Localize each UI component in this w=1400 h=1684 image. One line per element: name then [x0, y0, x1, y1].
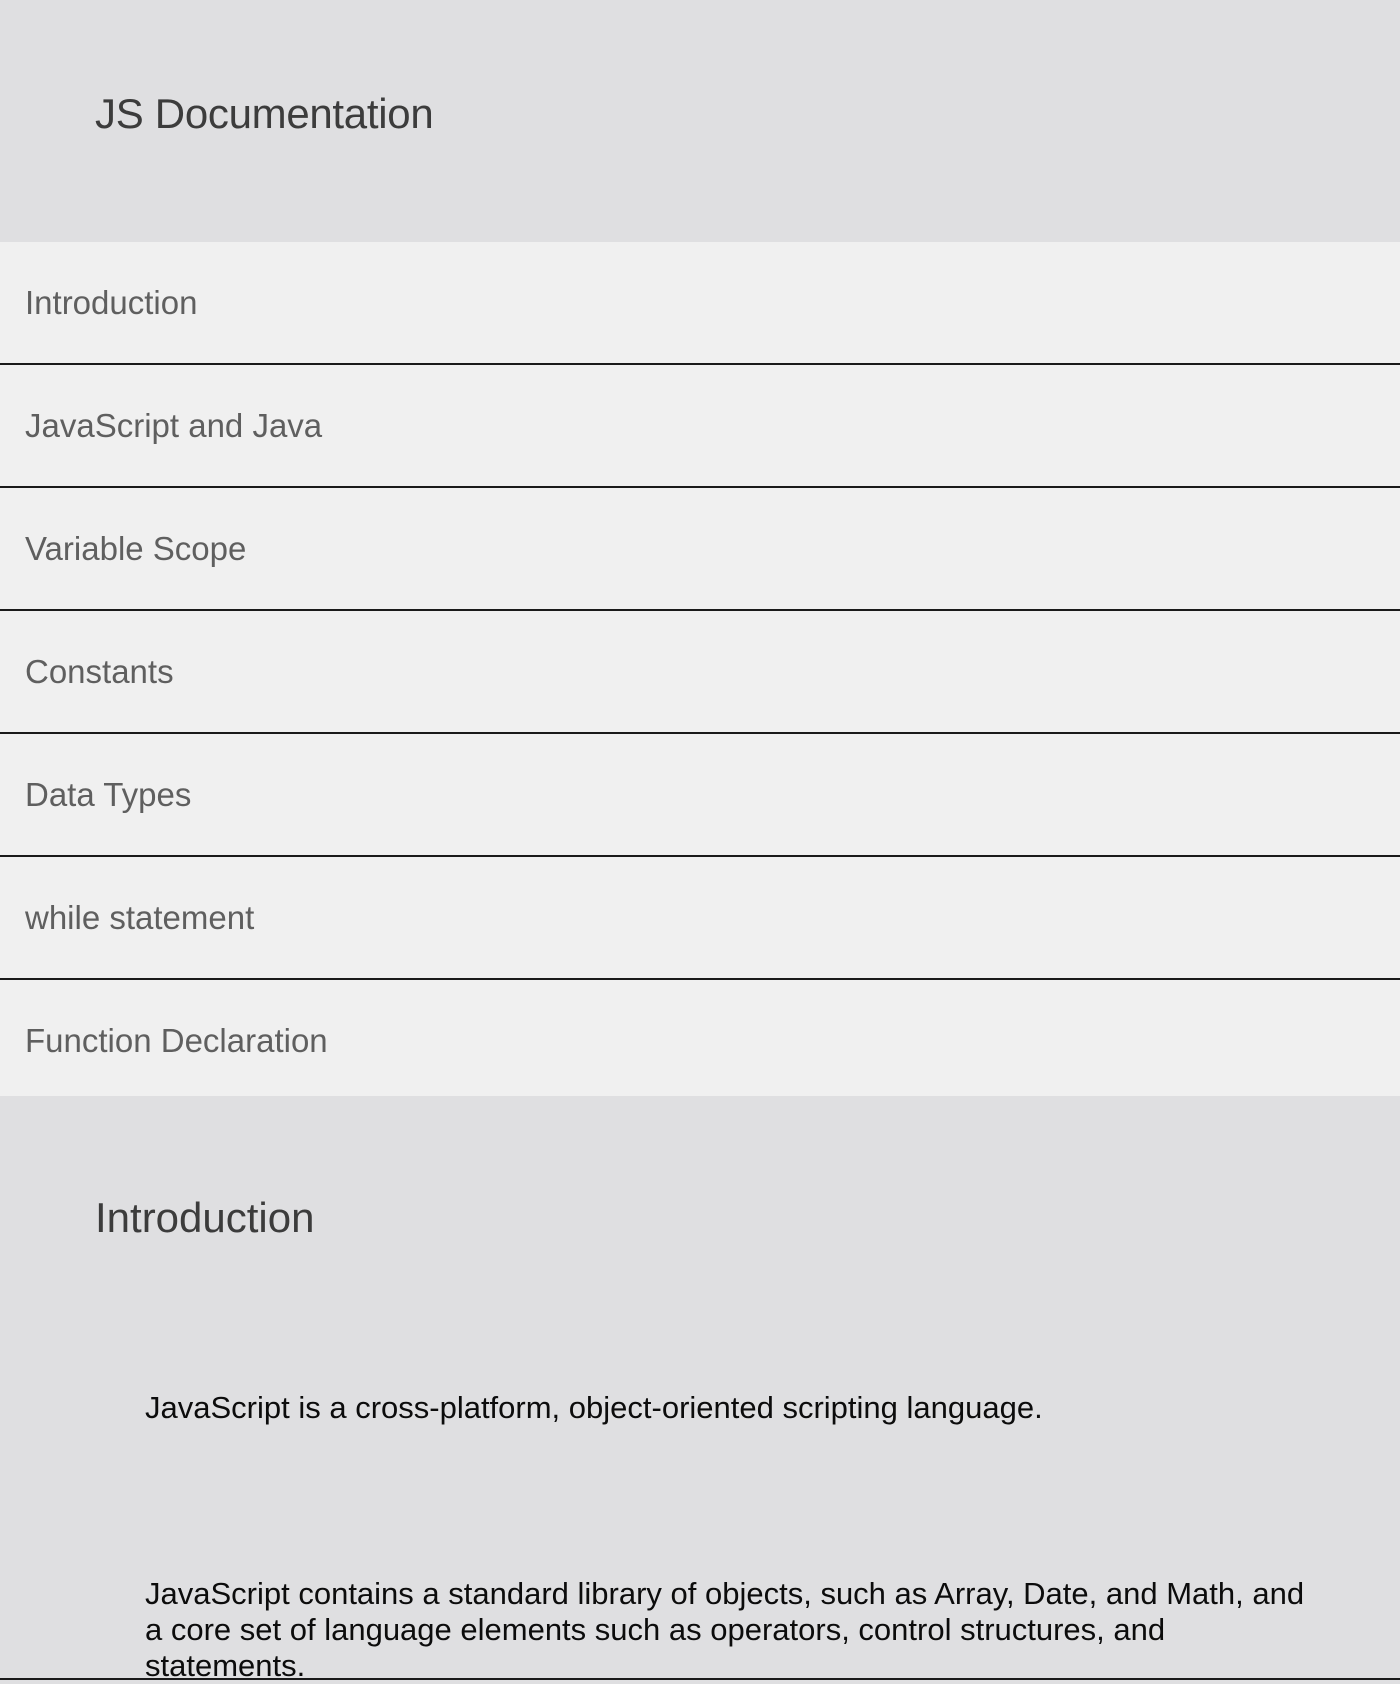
main-content: Introduction JavaScript is a cross-platf… — [0, 1096, 1400, 1683]
page-header: JS Documentation — [0, 0, 1400, 242]
section-title: Introduction — [95, 1194, 315, 1241]
nav-item-variable-scope[interactable]: Variable Scope — [0, 488, 1400, 611]
nav-item-while-statement[interactable]: while statement — [0, 857, 1400, 980]
nav-item-data-types[interactable]: Data Types — [0, 734, 1400, 857]
nav-link-function-declaration[interactable]: Function Declaration — [25, 1021, 328, 1059]
nav-item-introduction[interactable]: Introduction — [0, 242, 1400, 365]
nav-link-variable-scope[interactable]: Variable Scope — [25, 529, 247, 567]
paragraph: JavaScript contains a standard library o… — [145, 1576, 1305, 1683]
nav-list: Introduction JavaScript and Java Variabl… — [0, 242, 1400, 1103]
section-divider — [0, 1678, 1400, 1680]
nav-link-introduction[interactable]: Introduction — [25, 283, 198, 321]
nav-link-javascript-and-java[interactable]: JavaScript and Java — [25, 406, 323, 444]
nav-item-javascript-and-java[interactable]: JavaScript and Java — [0, 365, 1400, 488]
nav-item-function-declaration[interactable]: Function Declaration — [0, 980, 1400, 1103]
page-title: JS Documentation — [95, 90, 434, 137]
nav-link-while-statement[interactable]: while statement — [25, 898, 255, 936]
nav-item-constants[interactable]: Constants — [0, 611, 1400, 734]
nav-link-constants[interactable]: Constants — [25, 652, 174, 690]
paragraph: JavaScript is a cross-platform, object-o… — [145, 1390, 1043, 1425]
nav-link-data-types[interactable]: Data Types — [25, 775, 192, 813]
